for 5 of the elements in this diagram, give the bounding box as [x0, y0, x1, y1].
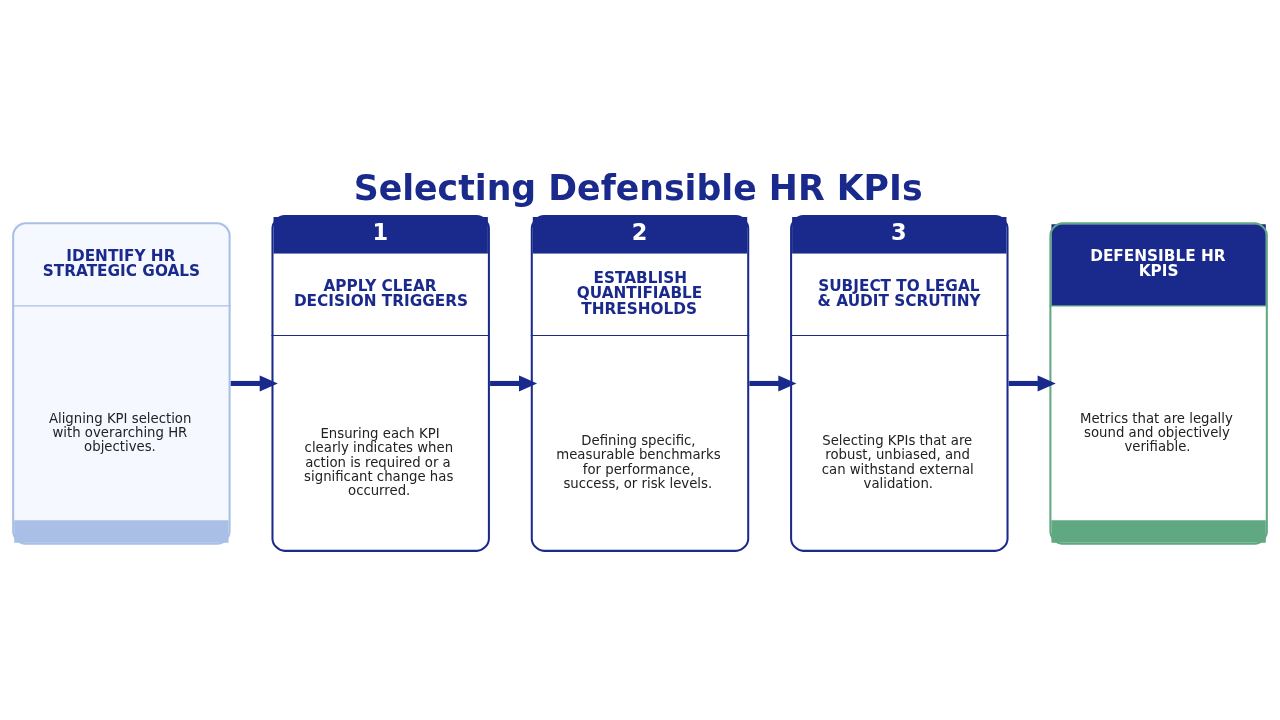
arrow: [749, 375, 797, 391]
arrow: [230, 375, 278, 391]
arrow: [490, 375, 538, 391]
arrow: [1008, 375, 1056, 391]
diagram-title: Selecting Defensible HR KPIs: [353, 167, 923, 208]
